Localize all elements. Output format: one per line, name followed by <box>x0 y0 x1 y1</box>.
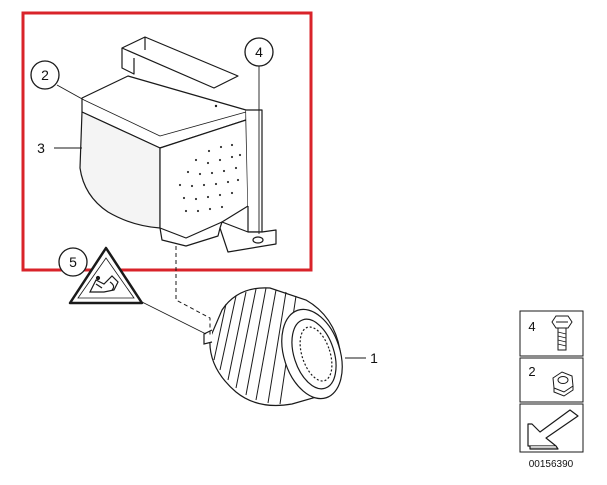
diagram-number: 00156390 <box>529 459 574 470</box>
highlight-frame[interactable] <box>21 11 313 272</box>
siren-unit[interactable] <box>203 287 353 407</box>
callout-2[interactable]: 2 <box>30 60 60 90</box>
legend-item-arrow[interactable] <box>519 403 584 453</box>
bracket-cover[interactable] <box>79 36 277 253</box>
parts-legend: 4 2 00 <box>519 310 584 470</box>
callout-4[interactable]: 4 <box>244 37 274 67</box>
legend-nut-label: 2 <box>528 364 535 379</box>
callout-5[interactable]: 5 <box>58 247 88 277</box>
triangle-leader-line <box>141 301 207 335</box>
hex-nut-icon <box>552 371 574 397</box>
legend-bolt-label: 4 <box>528 319 535 334</box>
callout-5-label: 5 <box>69 254 77 270</box>
legend-item-nut[interactable]: 2 <box>519 357 584 403</box>
warning-triangle[interactable] <box>68 246 144 305</box>
assembly-line <box>175 246 211 336</box>
perforation-pattern <box>178 143 242 213</box>
callout-3-label: 3 <box>37 140 45 156</box>
callout-3[interactable]: 3 <box>37 140 45 156</box>
bolt-icon <box>551 315 573 351</box>
callout-4-label: 4 <box>255 44 263 60</box>
arrow-icon <box>527 409 579 450</box>
leader-lines <box>54 66 366 359</box>
hazard-pictogram-icon <box>89 275 119 293</box>
callout-2-label: 2 <box>41 67 49 83</box>
callout-1-label: 1 <box>370 350 378 366</box>
legend-item-bolt[interactable]: 4 <box>519 310 584 357</box>
callout-1[interactable]: 1 <box>370 350 378 366</box>
